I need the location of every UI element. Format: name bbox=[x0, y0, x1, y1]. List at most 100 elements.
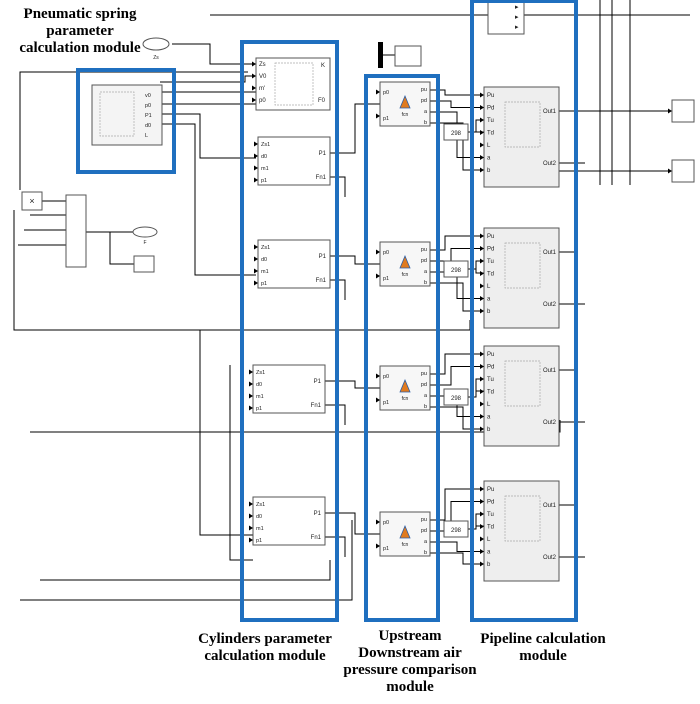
highlight-spring bbox=[76, 68, 176, 174]
arrow-head bbox=[480, 155, 484, 160]
subsystem-preview bbox=[504, 360, 541, 407]
pipeline-input-label: Pu bbox=[487, 234, 494, 240]
spring-input-label: V0 bbox=[259, 74, 267, 80]
fcn-input-label: p0 bbox=[383, 374, 389, 380]
arrow-head bbox=[252, 97, 256, 103]
signal-line bbox=[325, 404, 346, 425]
pipeline-input-label: Pu bbox=[487, 93, 494, 99]
pipeline-input-label: Tu bbox=[487, 118, 494, 124]
signal-line bbox=[30, 420, 561, 433]
subsystem-preview bbox=[274, 62, 314, 106]
caption-up-line2: Downstream air bbox=[358, 645, 462, 661]
spring-port-label: v0 bbox=[145, 93, 151, 99]
subsystem-preview bbox=[99, 91, 135, 137]
pipeline-input-label: Pd bbox=[487, 106, 494, 112]
matlab-icon bbox=[399, 378, 411, 393]
arrow-head bbox=[480, 376, 484, 382]
spring-input-label: m' bbox=[259, 86, 265, 92]
pipeline-input-label: L bbox=[487, 537, 491, 543]
arrow-head bbox=[376, 519, 380, 525]
signal-line bbox=[430, 366, 484, 386]
pipeline-input-label: a bbox=[487, 297, 491, 303]
arrow-head bbox=[480, 142, 484, 148]
arrow-head bbox=[480, 167, 484, 173]
spring-port-label: d0 bbox=[145, 123, 151, 129]
constant-value: 298 bbox=[451, 396, 462, 402]
goto-arrow-icon: ▸ bbox=[515, 24, 519, 31]
arrow-head bbox=[252, 85, 256, 91]
cylinder-input-label: d0 bbox=[261, 257, 267, 263]
cylinder-output-label: Fn1 bbox=[316, 175, 327, 181]
arrow-head bbox=[480, 426, 484, 432]
caption-upstream: Upstream Downstream air pressure compari… bbox=[330, 628, 490, 696]
cylinder-input-label: p1 bbox=[261, 178, 267, 184]
pipeline-input-label: a bbox=[487, 415, 491, 421]
cylinder-input-label: m1 bbox=[261, 166, 269, 172]
fcn-output-label: a bbox=[424, 109, 428, 115]
fcn-label: fcn bbox=[402, 272, 409, 278]
cylinder-output-label: P1 bbox=[319, 254, 327, 260]
cylinder-input-label: p1 bbox=[256, 406, 262, 412]
fcn-label: fcn bbox=[402, 542, 409, 548]
matlab-icon bbox=[399, 94, 411, 109]
caption-spring-line2: parameter bbox=[46, 23, 114, 39]
arrow-head bbox=[376, 273, 380, 279]
fcn-output-label: b bbox=[424, 550, 427, 556]
cylinder-input-label: m1 bbox=[261, 269, 269, 275]
cylinder-subsystem bbox=[252, 496, 326, 546]
cylinder-input-label: p1 bbox=[256, 538, 262, 544]
temperature-constant bbox=[443, 520, 469, 538]
fcn-output-label: pu bbox=[421, 87, 427, 93]
spring-port-label: L bbox=[145, 133, 148, 139]
caption-pipeline: Pipeline calculation module bbox=[467, 631, 619, 665]
arrow-head bbox=[254, 177, 258, 183]
module-highlights bbox=[76, 0, 578, 622]
pipeline-output-label: Out1 bbox=[543, 503, 557, 509]
arrow-head bbox=[254, 153, 258, 159]
signal-line bbox=[20, 520, 353, 601]
caption-cylinders: Cylinders parameter calculation module bbox=[184, 631, 346, 665]
caption-spring: Pneumatic spring parameter calculation m… bbox=[0, 6, 160, 57]
arrow-head bbox=[252, 61, 256, 67]
spring-calc-subsystem bbox=[255, 57, 331, 111]
arrow-head bbox=[480, 246, 484, 251]
pipeline-input-label: Td bbox=[487, 390, 494, 396]
signal-line bbox=[430, 248, 484, 262]
signal-line bbox=[109, 232, 134, 265]
cylinder-output-label: Fn1 bbox=[311, 403, 322, 409]
cylinder-output-label: Fn1 bbox=[316, 278, 327, 284]
subsystem-preview bbox=[504, 242, 541, 289]
caption-spring-line1: Pneumatic spring bbox=[23, 6, 137, 22]
signal-line bbox=[160, 123, 256, 276]
fcn-output-label: pu bbox=[421, 371, 427, 377]
fcn-input-label: p1 bbox=[383, 116, 389, 122]
signal-line bbox=[325, 536, 346, 557]
arrow-head bbox=[480, 561, 484, 567]
arrow-head bbox=[480, 389, 484, 394]
pipeline-input-label: b bbox=[487, 309, 491, 315]
goto-tags bbox=[487, 0, 525, 35]
pipeline-input-label: Tu bbox=[487, 259, 494, 265]
subsystem-preview bbox=[504, 101, 541, 148]
constant-value: 298 bbox=[451, 131, 462, 137]
signal-line bbox=[160, 75, 256, 83]
spring-input-label: p0 bbox=[259, 98, 266, 104]
cylinder-output-label: P1 bbox=[314, 379, 322, 385]
arrow-head bbox=[480, 117, 484, 123]
arrow-head bbox=[480, 283, 484, 289]
caption-spring-line3: calculation module bbox=[19, 40, 141, 56]
pipeline-input-label: Td bbox=[487, 525, 494, 531]
pipeline-output-label: Out2 bbox=[543, 302, 557, 308]
fcn-output-label: pd bbox=[421, 382, 427, 388]
temperature-constant bbox=[443, 388, 469, 406]
arrow-head bbox=[252, 73, 256, 79]
cylinder-input-label: Zs1 bbox=[256, 370, 265, 376]
pipeline-input-label: Pu bbox=[487, 352, 494, 358]
fcn-output-label: b bbox=[424, 280, 427, 286]
mux-bar bbox=[378, 42, 383, 68]
caption-pipe-line2: module bbox=[519, 648, 567, 664]
arrow-head bbox=[480, 511, 484, 517]
arrow-head bbox=[376, 89, 380, 95]
cylinder-input-label: Zs1 bbox=[261, 142, 270, 148]
fcn-input-label: p0 bbox=[383, 250, 389, 256]
